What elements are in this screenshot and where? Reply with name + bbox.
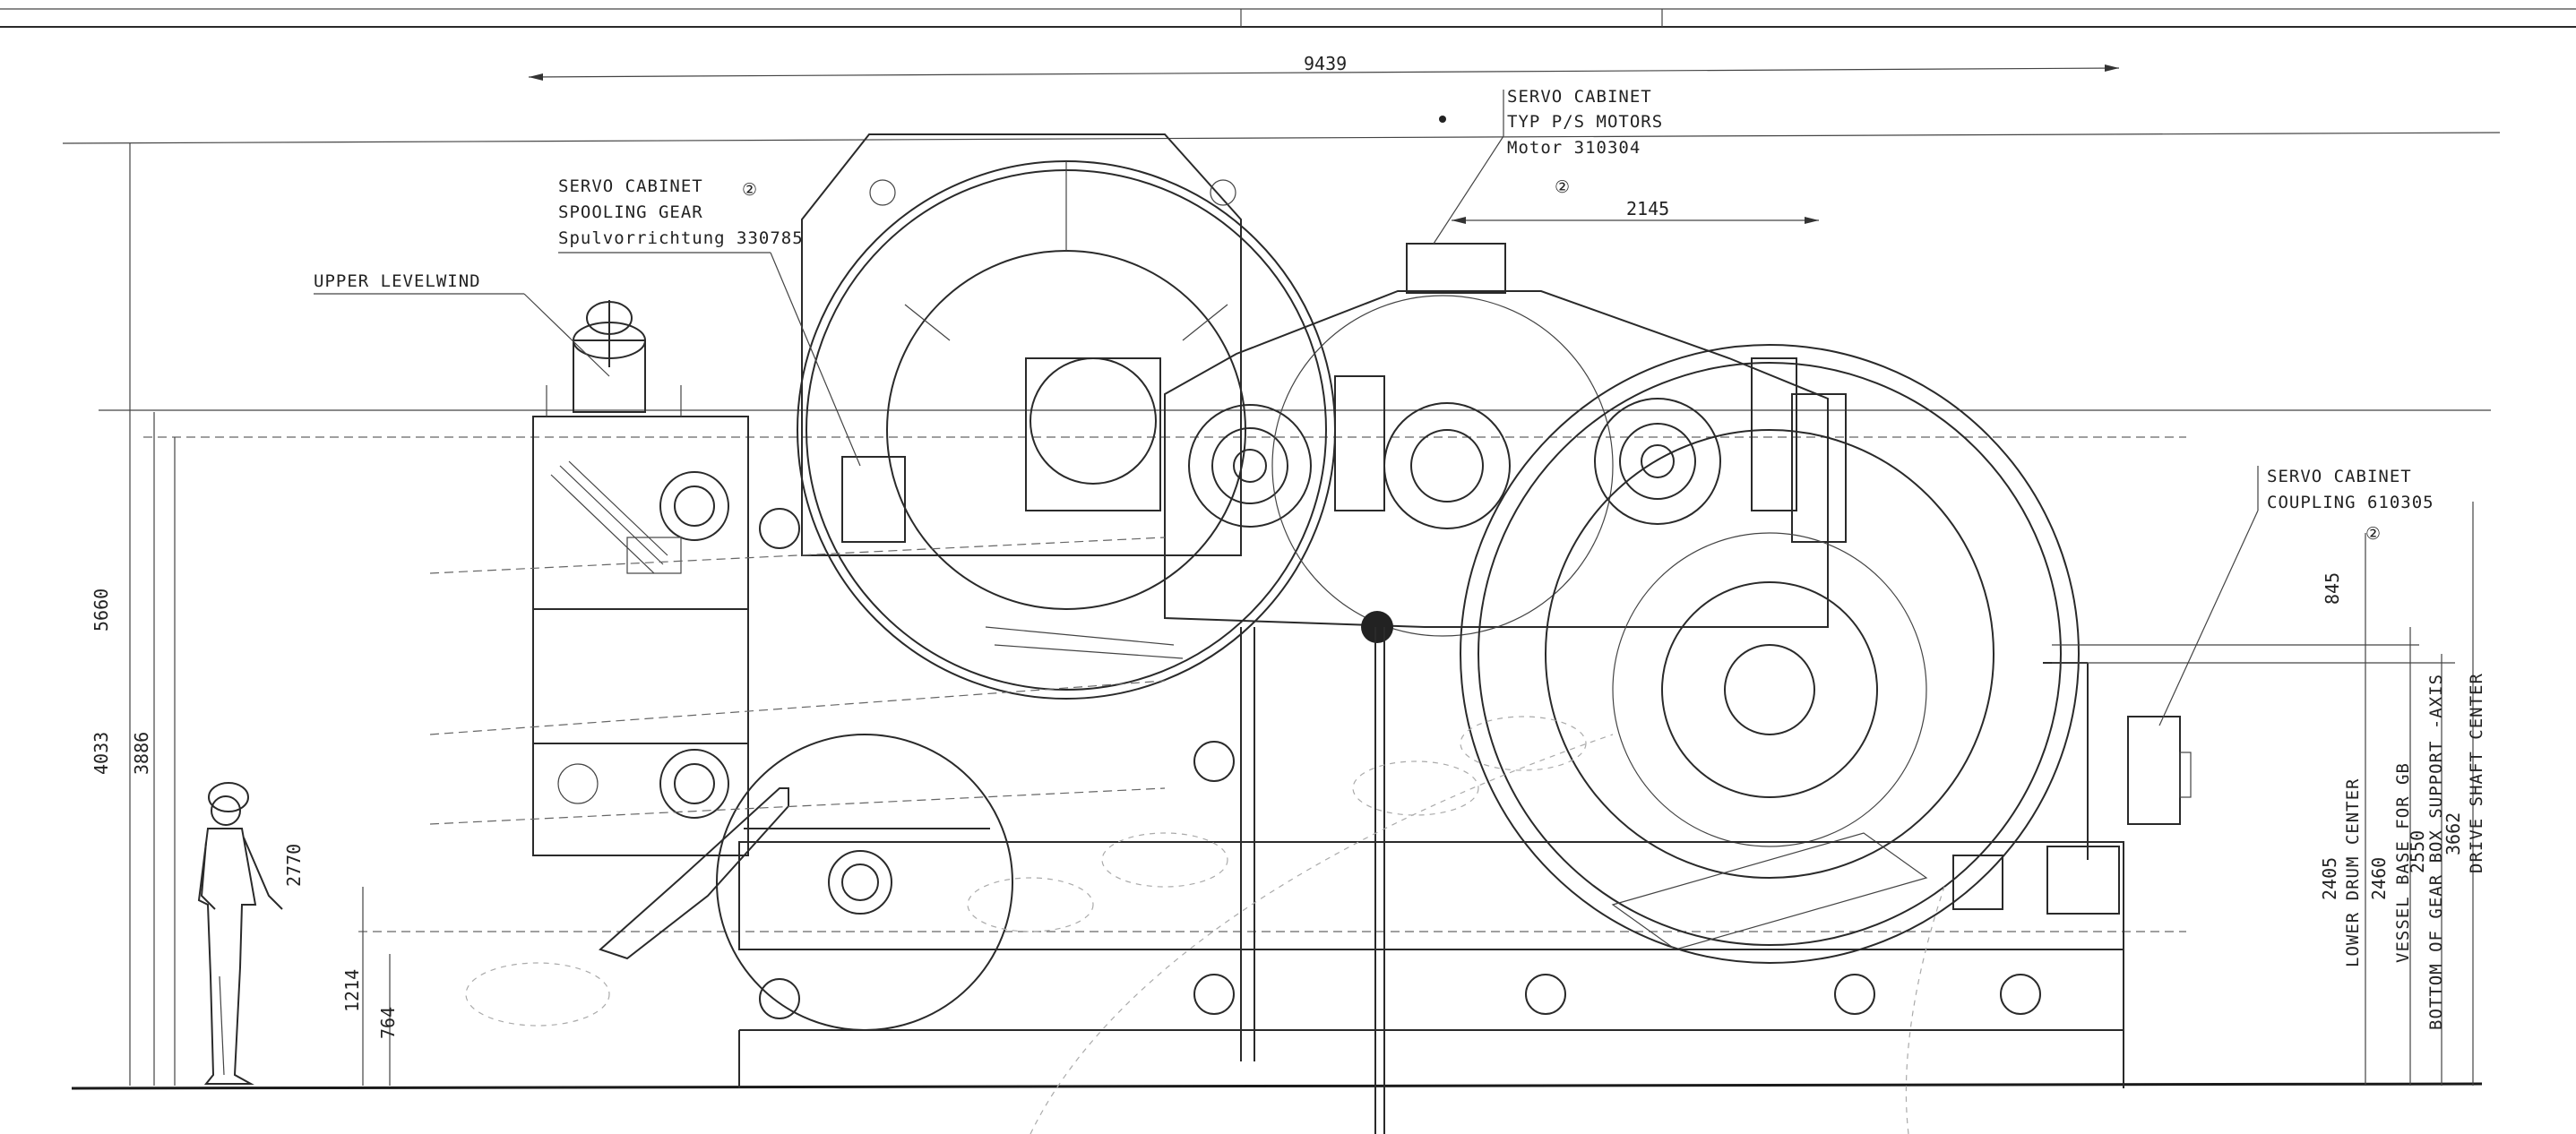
dimension-2550: 2550 <box>2407 830 2428 873</box>
gearbox <box>1164 243 1847 643</box>
dimension-2770: 2770 <box>283 844 305 887</box>
dimension-5660: 5660 <box>90 588 112 631</box>
levelwind-frame <box>532 300 749 856</box>
callout-upper-levelwind: UPPER LEVELWIND <box>314 271 610 377</box>
lower-capstan <box>599 734 1013 1031</box>
dimension-3662: 3662 <box>2442 812 2464 855</box>
label-spooling-gear: SPOOLING GEAR <box>558 202 703 222</box>
callout-mark-3: ② <box>2365 524 2382 544</box>
dimension-1214: 1214 <box>341 969 363 1012</box>
label-typ-ps-motors: TYP P/S MOTORS <box>1507 112 1663 132</box>
label-coupling-610305: COUPLING 610305 <box>2267 493 2434 512</box>
dimension-9439: 9439 <box>1304 53 1347 74</box>
dimension-764: 764 <box>377 1007 399 1039</box>
callout-servo-coupling: SERVO CABINET COUPLING 610305 ② <box>2158 466 2434 726</box>
label-servo-cabinet-1: SERVO CABINET <box>558 176 703 196</box>
motor-offset-dimension: 2145 <box>1452 198 1819 224</box>
anchor-chain <box>429 537 1945 1134</box>
dimension-2145: 2145 <box>1626 198 1669 219</box>
dimension-4033: 4033 <box>90 732 112 775</box>
label-lower-drum-center: LOWER DRUM CENTER <box>2343 778 2363 967</box>
label-servo-cabinet-3: SERVO CABINET <box>2267 467 2412 486</box>
dimension-845: 845 <box>2322 572 2343 605</box>
callout-servo-motors: SERVO CABINET TYP P/S MOTORS Motor 31030… <box>1433 87 1663 245</box>
label-drive-shaft-center: DRIVE SHAFT CENTER <box>2467 673 2486 873</box>
callout-servo-spooling: SERVO CABINET SPOOLING GEAR Spulvorricht… <box>558 176 861 467</box>
coupling-cabinet <box>2127 716 2192 825</box>
label-servo-cabinet-2: SERVO CABINET <box>1507 87 1652 107</box>
label-gearbox-support: BOTTOM OF GEAR BOX SUPPORT -AXIS <box>2426 674 2446 1030</box>
lower-drum <box>1460 344 2120 964</box>
label-vessel-base: VESSEL BASE FOR GB <box>2393 762 2413 963</box>
human-scale-figure <box>197 782 283 1085</box>
callout-mark-2: ② <box>1555 177 1571 197</box>
title-border <box>0 8 2576 28</box>
label-upper-levelwind: UPPER LEVELWIND <box>314 271 481 291</box>
right-height-dimensions: 845 2405 LOWER DRUM CENTER 2460 VESSEL B… <box>2052 502 2486 1086</box>
dimension-2405: 2405 <box>2319 857 2340 900</box>
base-frame <box>738 508 2124 1134</box>
label-spulvorrichtung: Spulvorrichtung 330785 <box>558 228 804 248</box>
dimension-2460: 2460 <box>2368 857 2390 900</box>
callout-mark-1: ② <box>742 180 758 200</box>
upper-drum <box>797 133 1336 700</box>
left-height-dimensions: 5660 4033 3886 2770 1214 764 <box>90 143 399 1086</box>
overall-length-dimension: 9439 <box>528 53 2120 81</box>
dimension-3886: 3886 <box>131 732 152 775</box>
label-motor-310304: Motor 310304 <box>1507 138 1641 158</box>
